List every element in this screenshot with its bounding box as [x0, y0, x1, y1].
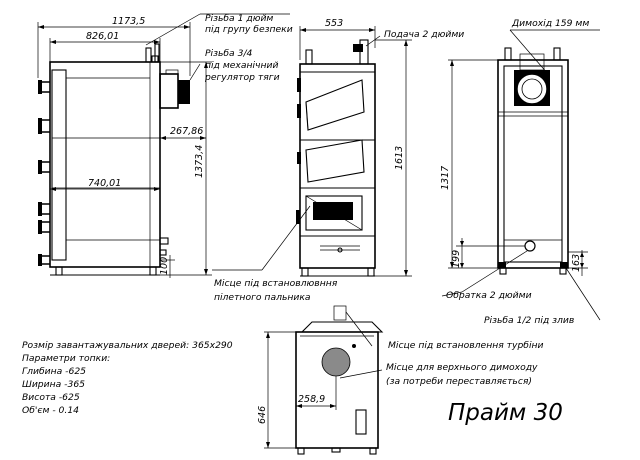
top-turbine-stub	[333, 305, 347, 321]
top-flue-opening	[321, 347, 351, 377]
side-view: 1173,5 826,01 267,86 740,01 1373,4 100	[37, 13, 290, 278]
burner-callout-line1: Місце під встановлювння	[214, 278, 338, 289]
rear-view: 1317 199 163	[440, 29, 601, 321]
dim-front-height: 1613	[394, 146, 405, 170]
draft-regulator-callout-line3: регулятор тяги	[204, 72, 280, 83]
front-upper-door	[305, 79, 365, 131]
side-body-outline	[49, 61, 161, 268]
draft-regulator-callout-line1: Різьба 3/4	[205, 48, 253, 59]
rear-chimney-pipe	[516, 73, 548, 105]
firebox-specs: Розмір завантажувальних дверей: 365х290 …	[22, 340, 233, 416]
draft-regulator-callout-line2: під механічний	[205, 60, 278, 71]
dim-foot-height: 100	[159, 257, 170, 275]
supply-callout: Подача 2 дюйми	[384, 29, 464, 40]
dim-top-depth: 646	[257, 406, 268, 424]
safety-group-callout-line2: під групу безпеки	[205, 24, 293, 35]
side-flue-box	[159, 73, 179, 109]
spec-heading: Параметри топки:	[22, 353, 110, 364]
spec-volume: Об'єм - 0.14	[22, 405, 79, 416]
front-view: 553 1613	[212, 18, 412, 277]
top-flue-callout-line2: (за потреби переставляється)	[386, 376, 532, 387]
top-view: 258,9 646	[257, 305, 384, 455]
top-side-fitting	[355, 409, 367, 435]
model-name: Прайм 30	[448, 400, 563, 426]
dim-flue-offset: 267,86	[170, 126, 203, 137]
chimney-callout: Димохід 159 мм	[511, 18, 589, 29]
top-turbine-housing	[300, 321, 384, 333]
side-door-handles	[38, 80, 50, 266]
dim-total-depth: 1173,5	[112, 16, 145, 27]
spec-width: Ширина -365	[22, 379, 85, 390]
spec-depth: Глибина -625	[22, 366, 86, 377]
rear-return-pipe	[524, 240, 536, 252]
spec-door-size: Розмір завантажувальних дверей: 365х290	[22, 340, 233, 351]
dim-body-depth: 826,01	[86, 31, 119, 42]
dim-return-height: 199	[451, 250, 462, 268]
return-callout: Обратка 2 дюйми	[446, 290, 532, 301]
rear-body-outline	[497, 59, 569, 269]
side-top-nozzle	[145, 47, 152, 63]
dim-drain-height: 163	[571, 254, 582, 272]
side-front-panel	[51, 69, 67, 261]
safety-group-callout-line1: Різьба 1 дюйм	[205, 13, 273, 24]
side-foot	[55, 266, 63, 276]
top-flue-callout-line1: Місце для верхнього димоходу	[386, 362, 538, 373]
dim-rear-height: 1317	[440, 166, 451, 190]
front-top-nozzle	[305, 49, 313, 65]
dim-door-depth: 740,01	[88, 178, 121, 189]
side-foot	[149, 266, 157, 276]
front-burner-door	[305, 195, 363, 231]
front-body-outline	[299, 63, 376, 269]
spec-height: Висота -625	[22, 392, 80, 403]
dim-top-offset: 258,9	[298, 394, 325, 405]
burner-callout-line2: пілетного пальника	[214, 292, 311, 303]
front-burner-opening	[313, 202, 353, 220]
front-middle-door	[305, 139, 365, 183]
turbine-callout: Місце під встановлення турбіни	[388, 340, 544, 351]
dim-front-width: 553	[325, 18, 343, 29]
dim-total-height: 1373,4	[194, 145, 205, 178]
drain-callout: Різьба 1/2 під злив	[484, 315, 574, 326]
